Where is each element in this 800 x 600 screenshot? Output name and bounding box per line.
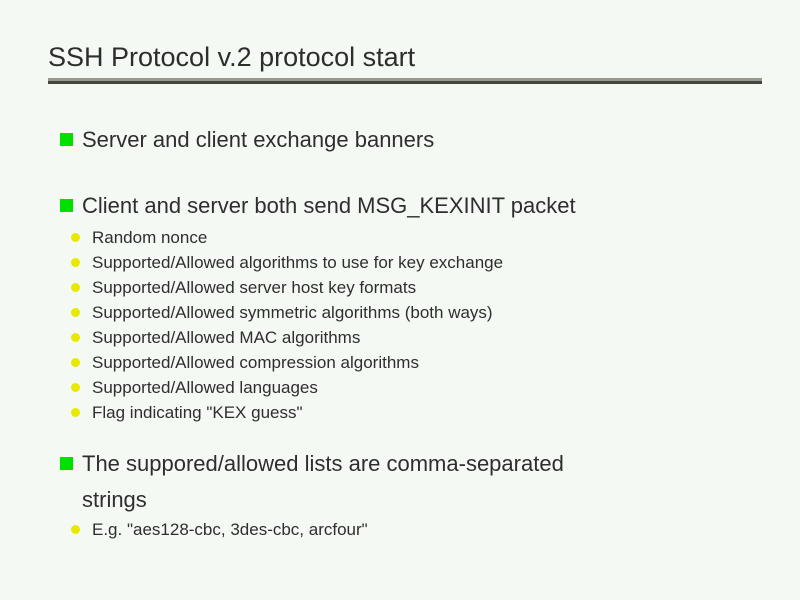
slide-title: SSH Protocol v.2 protocol start (48, 42, 416, 72)
sub-bullet-item: Flag indicating "KEX guess" (71, 400, 303, 425)
sub-bullet-text: Supported/Allowed server host key format… (92, 278, 417, 297)
sub-bullet-text: Supported/Allowed compression algorithms (92, 353, 419, 372)
yellow-dot-bullet-icon (71, 283, 80, 292)
yellow-dot-bullet-icon (71, 333, 80, 342)
bullet-item-3-line2: strings (82, 487, 147, 512)
sub-bullet-text: Supported/Allowed symmetric algorithms (… (92, 303, 493, 322)
green-square-bullet-icon (60, 199, 73, 212)
sub-bullet-text: Supported/Allowed languages (92, 378, 318, 397)
title-underline-rule (48, 78, 762, 84)
sub-bullet-text: Supported/Allowed MAC algorithms (92, 328, 361, 347)
bullet-item-3-line1: The suppored/allowed lists are comma-sep… (82, 451, 564, 476)
bullet-item-2: Client and server both send MSG_KEXINIT … (60, 192, 576, 220)
bullet-item-2-text: Client and server both send MSG_KEXINIT … (82, 193, 576, 218)
sub-bullet-item: Random nonce (71, 225, 207, 250)
bullet-item-3: The suppored/allowed lists are comma-sep… (60, 446, 564, 518)
bullet-item-1-text: Server and client exchange banners (82, 127, 435, 152)
sub-bullet-item: E.g. "aes128-cbc, 3des-cbc, arcfour" (71, 517, 368, 542)
green-square-bullet-icon (60, 457, 73, 470)
yellow-dot-bullet-icon (71, 408, 80, 417)
sub-bullet-item: Supported/Allowed algorithms to use for … (71, 250, 503, 275)
yellow-dot-bullet-icon (71, 233, 80, 242)
sub-bullet-item: Supported/Allowed languages (71, 375, 318, 400)
sub-bullet-item: Supported/Allowed compression algorithms (71, 350, 419, 375)
sub-bullet-text: Random nonce (92, 228, 208, 247)
bullet-item-3-text: The suppored/allowed lists are comma-sep… (82, 446, 564, 518)
yellow-dot-bullet-icon (71, 383, 80, 392)
sub-bullet-item: Supported/Allowed server host key format… (71, 275, 416, 300)
sub-bullet-item: Supported/Allowed symmetric algorithms (… (71, 300, 493, 325)
yellow-dot-bullet-icon (71, 258, 80, 267)
yellow-dot-bullet-icon (71, 308, 80, 317)
yellow-dot-bullet-icon (71, 525, 80, 534)
sub-bullet-text: E.g. "aes128-cbc, 3des-cbc, arcfour" (92, 520, 368, 539)
sub-bullet-item: Supported/Allowed MAC algorithms (71, 325, 360, 350)
bullet-item-1: Server and client exchange banners (60, 126, 434, 154)
sub-bullet-text: Supported/Allowed algorithms to use for … (92, 253, 504, 272)
green-square-bullet-icon (60, 133, 73, 146)
sub-bullet-text: Flag indicating "KEX guess" (92, 403, 303, 422)
yellow-dot-bullet-icon (71, 358, 80, 367)
